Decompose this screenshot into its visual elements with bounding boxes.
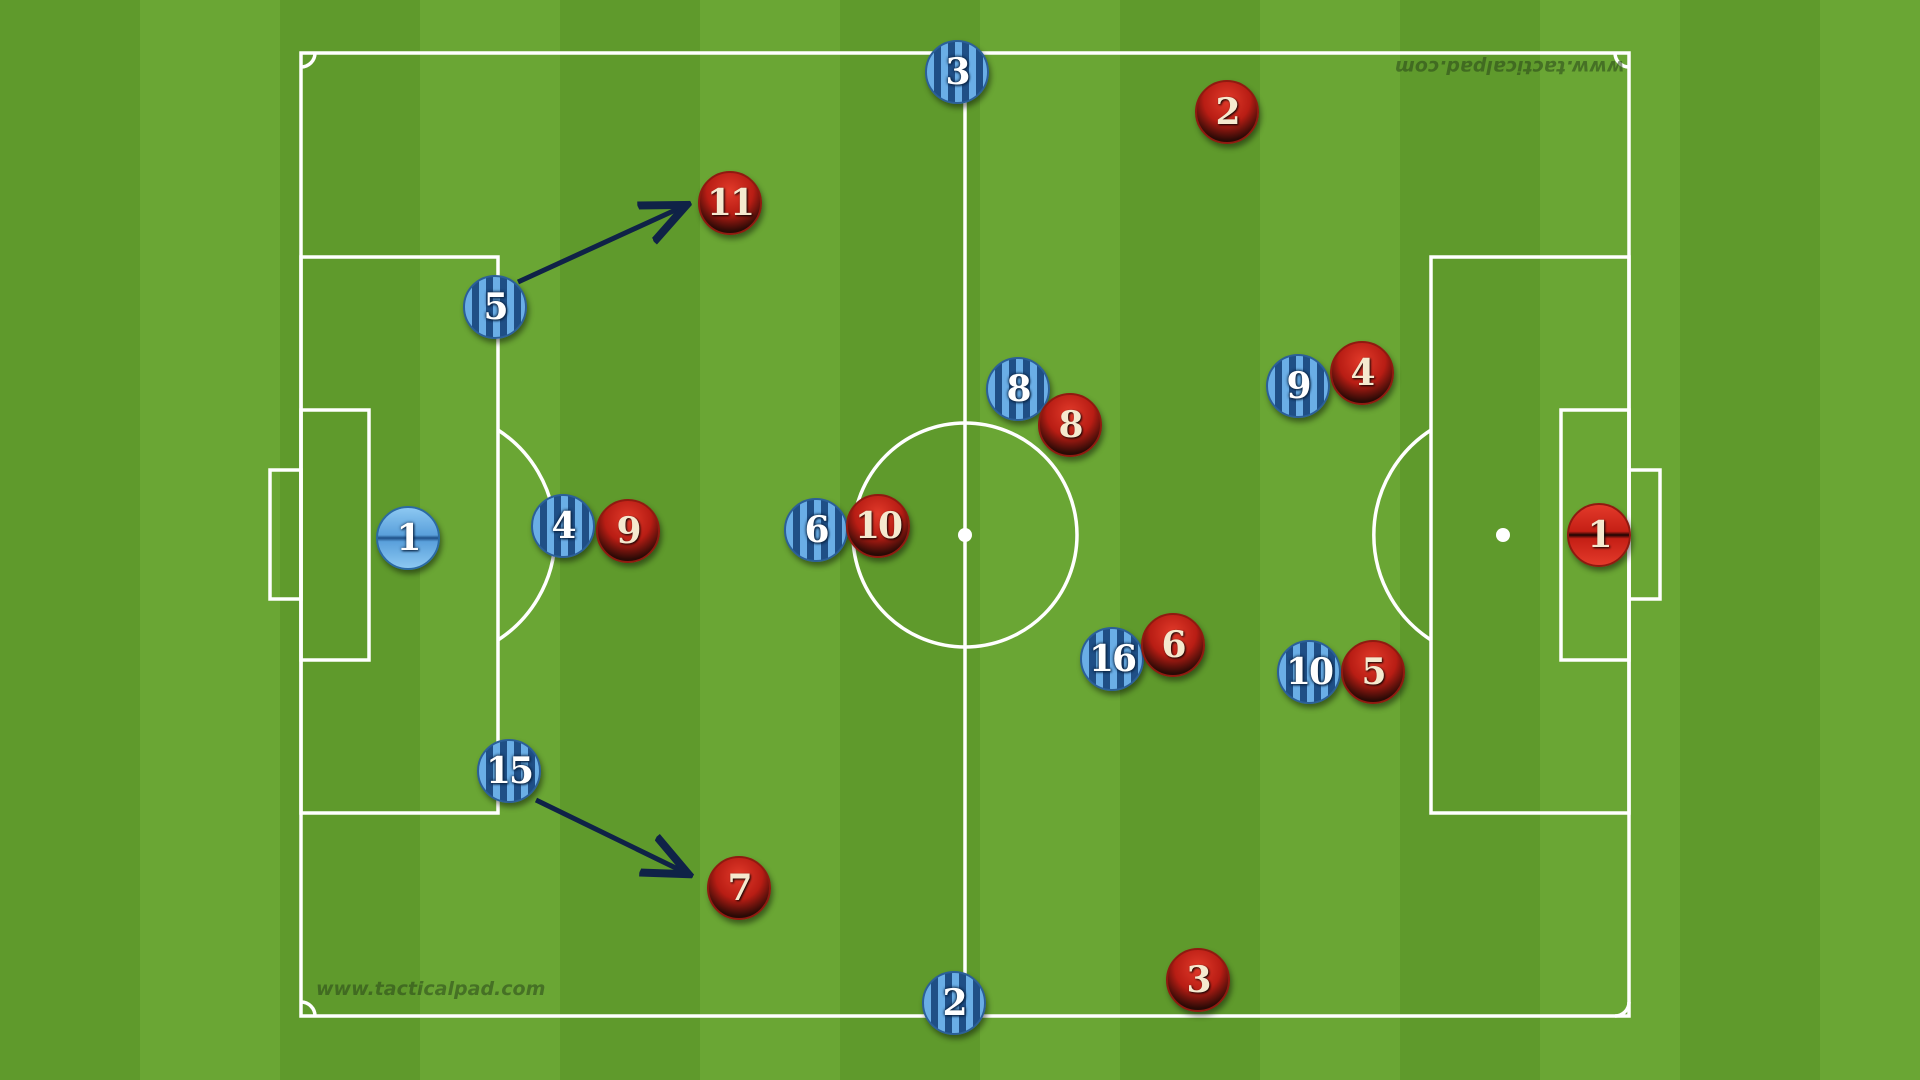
red-player[interactable]: 10 <box>846 494 910 558</box>
center-spot <box>958 528 972 542</box>
blue-player[interactable]: 2 <box>922 971 986 1035</box>
red-player[interactable]: 6 <box>1141 613 1205 677</box>
left-goal <box>268 468 303 601</box>
blue-player[interactable]: 16 <box>1080 627 1144 691</box>
left-goal-area <box>299 408 371 662</box>
red-player[interactable]: 4 <box>1330 341 1394 405</box>
red-player[interactable]: 11 <box>698 171 762 235</box>
watermark-bottom: www.tacticalpad.com <box>316 978 546 1000</box>
right-penalty-spot <box>1496 528 1510 542</box>
blue-player[interactable]: 6 <box>784 498 848 562</box>
corner-arc-bottom-left <box>300 1000 317 1017</box>
arrow-icon <box>516 207 682 285</box>
blue-player[interactable]: 3 <box>925 40 989 104</box>
blue-player[interactable]: 10 <box>1277 640 1341 704</box>
red-player[interactable]: 8 <box>1038 393 1102 457</box>
red-player[interactable]: 9 <box>596 499 660 563</box>
right-goal <box>1627 468 1662 601</box>
right-penalty-arc <box>1372 428 1432 642</box>
red-player[interactable]: 7 <box>707 856 771 920</box>
blue-player[interactable]: 4 <box>531 494 595 558</box>
corner-arc-bottom-right <box>1614 1001 1631 1018</box>
red-goalkeeper[interactable]: 1 <box>1567 503 1631 567</box>
blue-player[interactable]: 8 <box>986 357 1050 421</box>
corner-arc-top-right <box>1613 52 1630 69</box>
blue-goalkeeper[interactable]: 1 <box>376 506 440 570</box>
red-player[interactable]: 3 <box>1166 948 1230 1012</box>
red-player[interactable]: 2 <box>1195 80 1259 144</box>
watermark-top: www.tacticalpad.com <box>1395 56 1625 78</box>
red-player[interactable]: 5 <box>1341 640 1405 704</box>
blue-player[interactable]: 15 <box>477 739 541 803</box>
corner-arc-top-left <box>300 52 317 69</box>
blue-player[interactable]: 9 <box>1266 354 1330 418</box>
arrow-icon <box>534 797 684 872</box>
blue-player[interactable]: 5 <box>463 275 527 339</box>
